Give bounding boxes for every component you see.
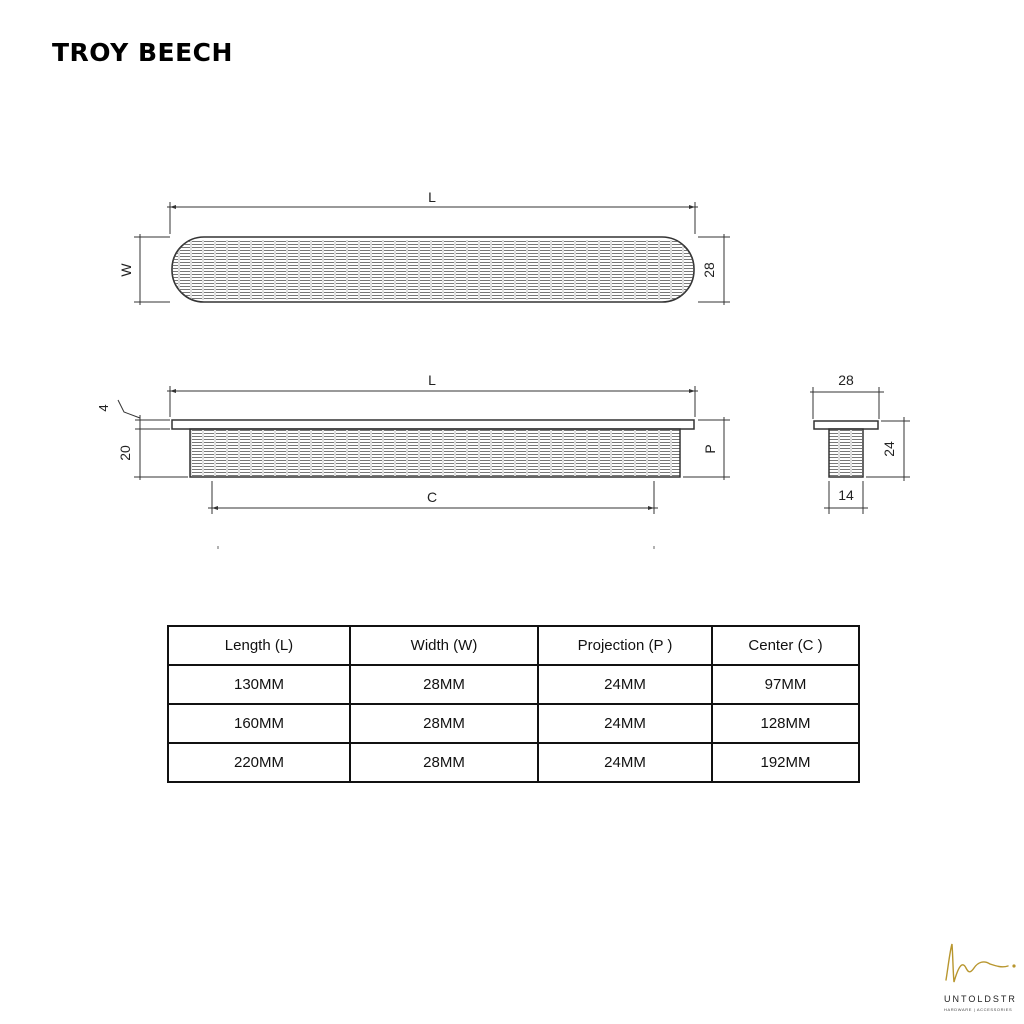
page-title: TROY BEECH: [52, 38, 233, 67]
brand-name: UNTOLDSTR: [944, 994, 1017, 1004]
cell-center: 192MM: [711, 742, 860, 783]
table-row: 220MM 28MM 24MM 192MM: [167, 742, 860, 783]
cell-width: 28MM: [349, 703, 539, 744]
table-row: 130MM 28MM 24MM 97MM: [167, 664, 860, 705]
side-view-flange: [171, 419, 695, 430]
header-width: Width (W): [349, 625, 539, 666]
side-length-label: L: [428, 372, 436, 388]
brand-logo-mark: [945, 943, 1016, 983]
side-view-body: [189, 428, 681, 478]
table-header-row: Length (L) Width (W) Projection (P ) Cen…: [167, 625, 860, 666]
end-view: 28 24 14: [810, 372, 910, 514]
spec-table: Length (L) Width (W) Projection (P ) Cen…: [167, 625, 860, 783]
cell-width: 28MM: [349, 742, 539, 783]
header-projection: Projection (P ): [537, 625, 713, 666]
side-projection-label: P: [702, 444, 718, 453]
cell-projection: 24MM: [537, 703, 713, 744]
top-view-grille: [172, 240, 694, 300]
side-body-label: 20: [117, 445, 133, 461]
brand-tagline: HARDWARE | ACCESSORIES: [944, 1007, 1013, 1012]
end-height-label: 24: [881, 441, 897, 457]
table-row: 160MM 28MM 24MM 128MM: [167, 703, 860, 744]
end-width-label: 28: [838, 372, 854, 388]
cell-projection: 24MM: [537, 742, 713, 783]
cell-projection: 24MM: [537, 664, 713, 705]
side-view: L 4 20 P C: [96, 372, 730, 549]
header-length: Length (L): [167, 625, 351, 666]
top-view: L W 28: [118, 189, 730, 305]
cell-center: 128MM: [711, 703, 860, 744]
cell-length: 220MM: [167, 742, 351, 783]
technical-drawing: L W 28 L 4 20 P: [96, 189, 910, 549]
top-width-value: 28: [701, 262, 717, 278]
end-body-width-label: 14: [838, 487, 854, 503]
header-center: Center (C ): [711, 625, 860, 666]
cell-width: 28MM: [349, 664, 539, 705]
side-flange-label: 4: [96, 404, 111, 411]
top-width-label: W: [118, 263, 134, 277]
cell-length: 130MM: [167, 664, 351, 705]
side-center-label: C: [427, 489, 437, 505]
top-length-label: L: [428, 189, 436, 205]
end-view-flange: [813, 420, 879, 430]
cell-length: 160MM: [167, 703, 351, 744]
cell-center: 97MM: [711, 664, 860, 705]
end-view-body: [828, 428, 864, 478]
